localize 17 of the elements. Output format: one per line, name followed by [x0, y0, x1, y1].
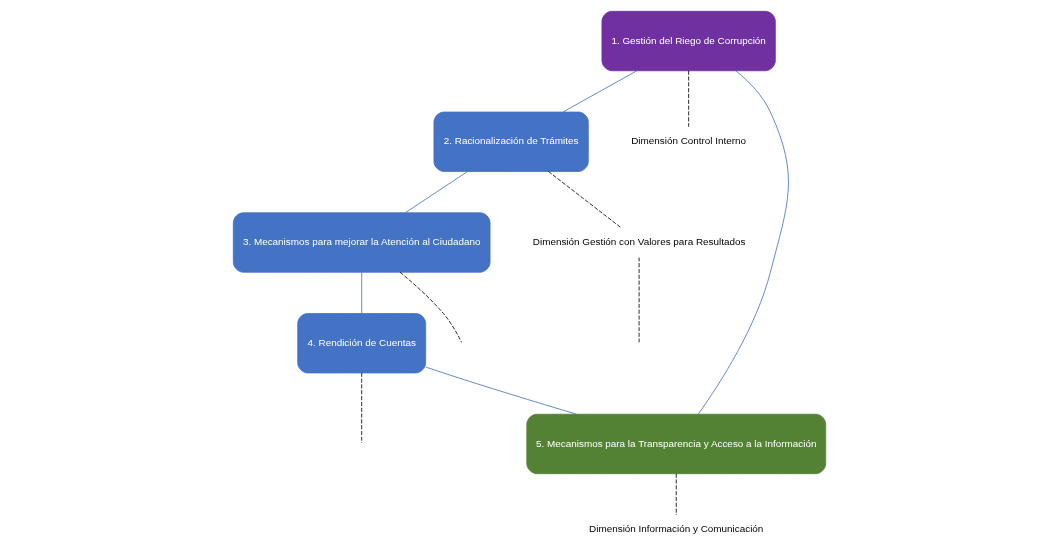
node-box: 4. Rendición de Cuentas [296, 313, 426, 374]
connector [687, 70, 689, 128]
node-box: 3. Mecanismos para mejorar la Atención al Ciudadano [232, 212, 490, 273]
connector [404, 171, 468, 214]
node-text: Dimensión Información y Comunicación [588, 523, 763, 535]
connector [360, 372, 362, 444]
connector [424, 366, 577, 415]
node-box: 1. Gestión del Riego de Corrupción [601, 10, 776, 72]
connector [562, 70, 637, 113]
connector [360, 271, 362, 314]
node-text: Dimensión Control Interno [630, 135, 746, 147]
node-box: 2. Racionalización de Trámites [433, 111, 589, 172]
connector [697, 70, 789, 415]
connector [399, 271, 462, 343]
connector [547, 171, 621, 228]
node-box: 5. Mecanismos para la Transparencia y Acceso a la Información [525, 413, 826, 475]
node-text: Dimensión Gestión con Valores para Resultados [532, 236, 745, 248]
